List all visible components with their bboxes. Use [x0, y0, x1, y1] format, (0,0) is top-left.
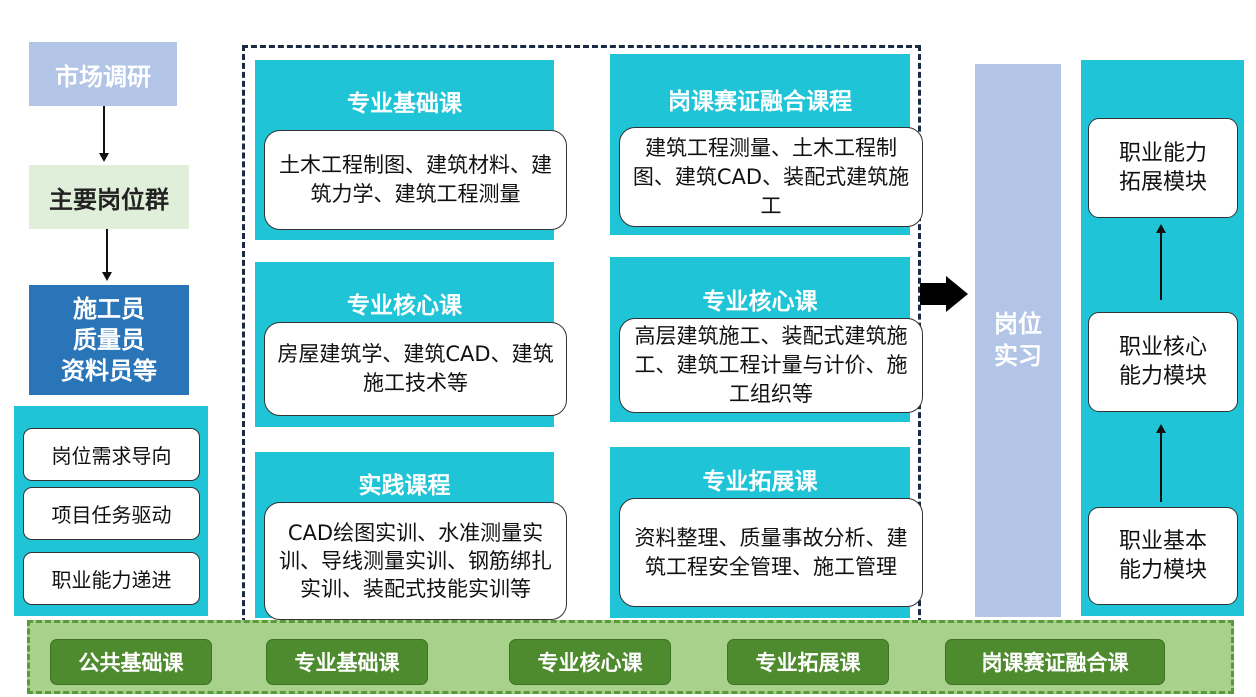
bottom-tag: 专业基础课 [267, 640, 427, 684]
course-block-integrated: 岗课赛证融合课程 建筑工程测量、土木工程制图、建筑CAD、装配式建筑施工 [610, 54, 923, 235]
arrow-up-icon [1156, 224, 1166, 233]
principle-item: 职业能力递进 [23, 552, 200, 605]
course-title: 专业核心课 [702, 289, 818, 315]
arrow-line-1 [103, 106, 105, 154]
arrow-shaft [920, 283, 948, 305]
job-group-label: 主要岗位群 [49, 185, 169, 214]
market-research-box: 市场调研 [29, 42, 177, 106]
course-block-basic: 专业基础课 土木工程制图、建筑材料、建筑力学、建筑工程测量 [255, 60, 567, 240]
bottom-tag: 专业核心课 [510, 640, 670, 684]
course-block-practice: 实践课程 CAD绘图实训、水准测量实训、导线测量实训、钢筋绑扎实训、装配式技能实… [255, 452, 567, 620]
principle-item: 岗位需求导向 [23, 428, 200, 481]
ability-modules-panel: 职业能力拓展模块 职业核心能力模块 职业基本能力模块 [1081, 60, 1244, 616]
module-basic: 职业基本能力模块 [1088, 507, 1238, 605]
arrow-line-2 [106, 229, 108, 273]
course-title: 实践课程 [358, 473, 451, 499]
role-label: 质量员 [73, 325, 145, 354]
course-title: 专业拓展课 [702, 469, 818, 495]
bottom-tag: 岗课赛证融合课 [946, 640, 1164, 684]
job-group-box: 主要岗位群 [29, 165, 189, 229]
course-title: 专业核心课 [347, 293, 462, 319]
module-core: 职业核心能力模块 [1088, 312, 1238, 412]
internship-label: 实习 [994, 342, 1042, 370]
market-research-label: 市场调研 [55, 62, 151, 91]
arrow-right-icon [946, 276, 968, 312]
course-content: 高层建筑施工、装配式建筑施工、建筑工程计量与计价、施工组织等 [619, 318, 923, 413]
course-block-core2: 专业核心课 高层建筑施工、装配式建筑施工、建筑工程计量与计价、施工组织等 [610, 257, 923, 422]
bottom-tag: 公共基础课 [51, 640, 211, 684]
arrow-down-icon [102, 272, 112, 281]
course-title: 岗课赛证融合课程 [668, 89, 852, 115]
bottom-tag: 专业拓展课 [728, 640, 888, 684]
principles-panel: 岗位需求导向 项目任务驱动 职业能力递进 [14, 406, 208, 616]
course-block-core: 专业核心课 房屋建筑学、建筑CAD、建筑施工技术等 [255, 262, 567, 427]
module-extension: 职业能力拓展模块 [1088, 118, 1238, 218]
role-label: 资料员等 [61, 356, 157, 385]
course-content: 土木工程制图、建筑材料、建筑力学、建筑工程测量 [264, 130, 567, 230]
roles-box: 施工员 质量员 资料员等 [29, 285, 189, 395]
internship-label: 岗位 [994, 310, 1042, 338]
course-content: CAD绘图实训、水准测量实训、导线测量实训、钢筋绑扎实训、装配式技能实训等 [264, 502, 567, 620]
course-block-extension: 专业拓展课 资料整理、质量事故分析、建筑工程安全管理、施工管理 [610, 447, 923, 618]
arrow-down-icon [99, 153, 109, 162]
arrow-line-up [1160, 432, 1162, 502]
role-label: 施工员 [73, 294, 145, 323]
course-title: 专业基础课 [347, 91, 462, 117]
arrow-up-icon [1156, 424, 1166, 433]
arrow-line-up [1160, 232, 1162, 300]
course-content: 房屋建筑学、建筑CAD、建筑施工技术等 [264, 322, 567, 416]
course-content: 建筑工程测量、土木工程制图、建筑CAD、装配式建筑施工 [619, 127, 923, 227]
public-course-bar: 公共基础课 专业基础课 专业核心课 专业拓展课 岗课赛证融合课 [27, 620, 1234, 694]
principle-item: 项目任务驱动 [23, 487, 200, 540]
internship-box: 岗位 实习 [975, 64, 1061, 617]
course-content: 资料整理、质量事故分析、建筑工程安全管理、施工管理 [619, 498, 923, 607]
